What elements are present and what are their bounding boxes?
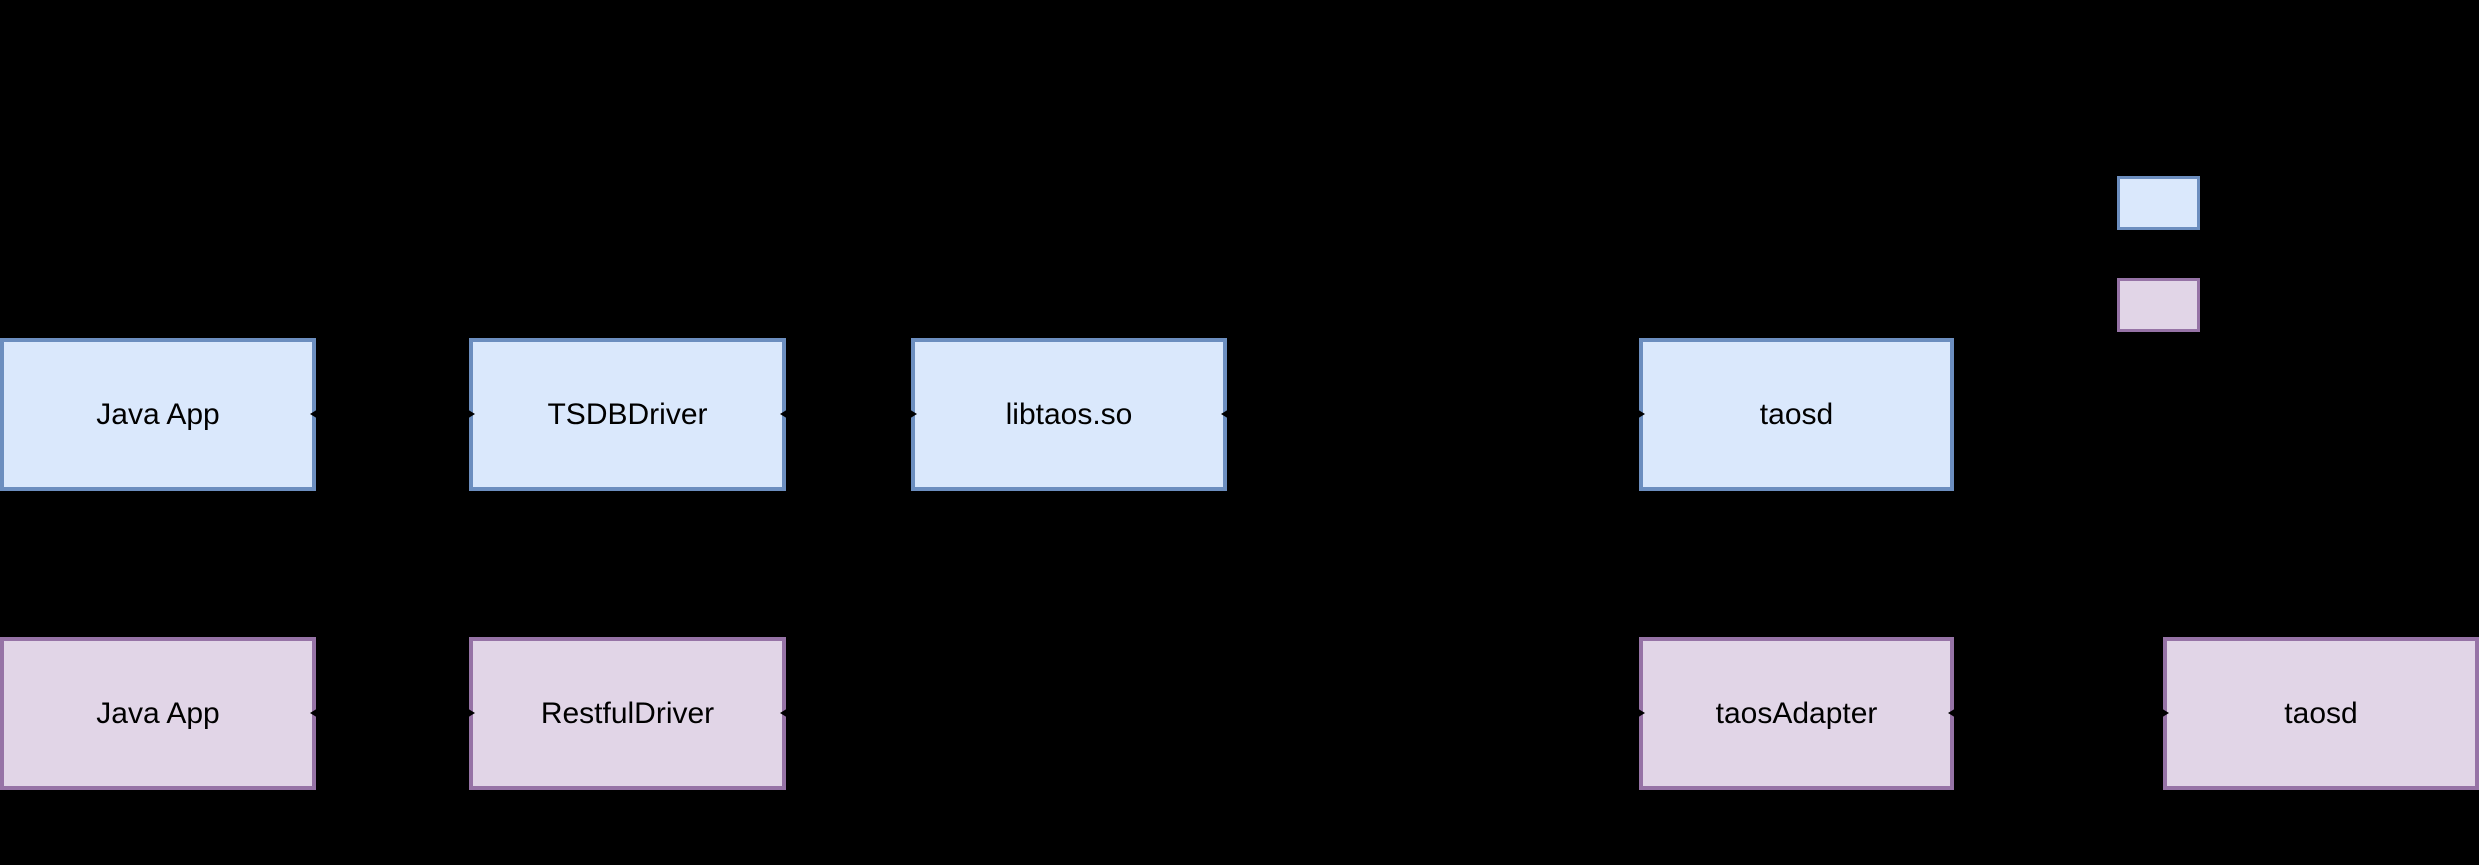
legend-rest-connection-swatch: [2117, 278, 2200, 332]
box-label: taosd: [1759, 397, 1834, 431]
arrowhead-left-icon: [780, 403, 798, 425]
box-label: libtaos.so: [1005, 397, 1133, 431]
arrowhead-left-icon: [310, 403, 328, 425]
box-label: Java App: [96, 397, 220, 431]
box-tsdbdriver: TSDBDriver: [469, 338, 786, 491]
box-java-app-rest: Java App: [0, 637, 316, 790]
box-java-app-native: Java App: [0, 338, 316, 491]
arrowhead-left-icon: [780, 702, 798, 724]
arrowhead-right-icon: [1627, 702, 1645, 724]
arrowhead-right-icon: [1627, 403, 1645, 425]
arrowhead-left-icon: [310, 702, 328, 724]
box-label: taosd: [2284, 696, 2358, 730]
legend-native-connection-swatch: [2117, 176, 2200, 230]
box-libtaos-so: libtaos.so: [911, 338, 1227, 491]
box-label: Java App: [96, 696, 220, 730]
box-label: RestfulDriver: [540, 696, 715, 730]
box-label: TSDBDriver: [547, 397, 708, 431]
arrowhead-left-icon: [1948, 702, 1966, 724]
arrowhead-right-icon: [457, 702, 475, 724]
arrowhead-left-icon: [1221, 403, 1239, 425]
arrowhead-right-icon: [2151, 702, 2169, 724]
box-taosd-rest: taosd: [2163, 637, 2479, 790]
arrowhead-right-icon: [457, 403, 475, 425]
box-taosd-native: taosd: [1639, 338, 1954, 491]
box-taosadapter: taosAdapter: [1639, 637, 1954, 790]
arrowhead-right-icon: [899, 403, 917, 425]
box-label: taosAdapter: [1715, 696, 1878, 730]
box-restfuldriver: RestfulDriver: [469, 637, 786, 790]
